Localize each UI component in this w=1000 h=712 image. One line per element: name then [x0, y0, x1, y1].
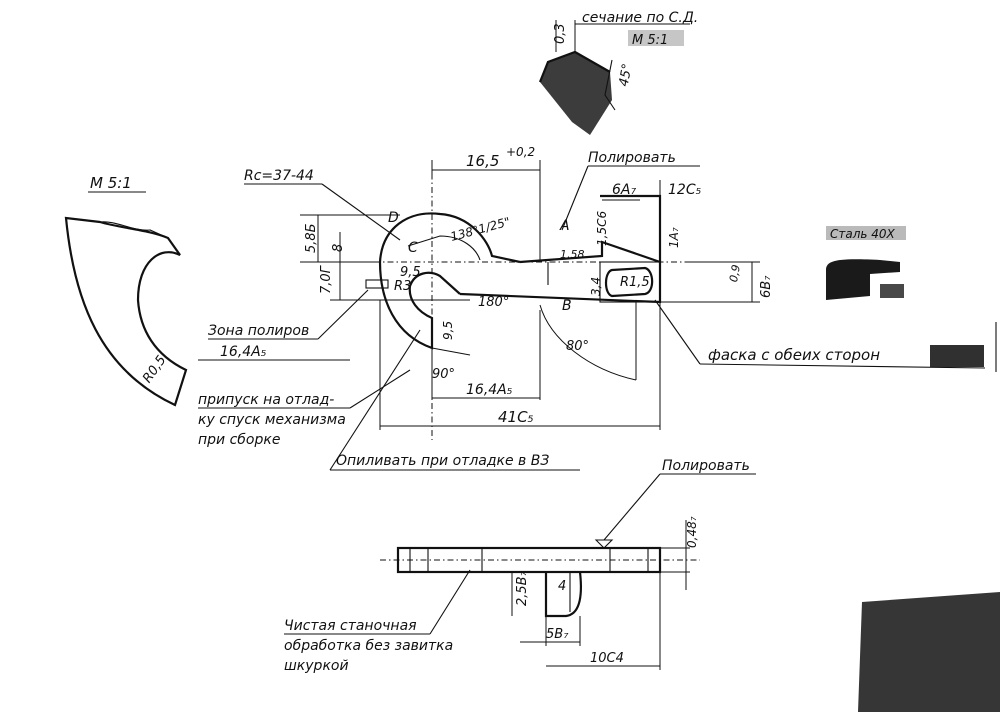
label-a: A — [559, 218, 570, 234]
label-b: B — [562, 298, 572, 314]
dim-10c: 10C4 — [590, 651, 624, 666]
dim-048: 0,48₇ — [685, 516, 699, 548]
dim-95b: 9,5 — [441, 321, 455, 340]
dim-tol: +0,2 — [506, 145, 535, 159]
dim-5b: 5B₇ — [546, 627, 569, 642]
polish-zone-note: Зона полиров — [208, 323, 309, 339]
chamfer-note: фаска с обеих сторон — [708, 346, 880, 364]
sharpen-note: Опиливать при отладке в ВЗ — [336, 453, 549, 469]
dim-12c: 12C₅ — [668, 182, 702, 198]
dim-25b: 2,5B₇ — [515, 570, 530, 606]
side-view-tab — [544, 571, 583, 618]
detail-view-left: M 5:1 R0,5 16,4A₅ — [64, 174, 350, 407]
detail-outline — [64, 216, 188, 407]
dim-68: 6B₇ — [759, 275, 774, 298]
dim-58b: 5,8Б — [304, 223, 319, 253]
dim-165: 16,5 — [466, 152, 499, 170]
detail-scale: M 5:1 — [90, 174, 132, 192]
dim-6a: 6A₇ — [612, 182, 636, 198]
arm-outline — [459, 240, 662, 304]
dim-70: 7,0Г — [319, 264, 334, 294]
dim-09: 0,9 — [727, 264, 743, 283]
section-hatch-dark — [540, 52, 612, 135]
polish-side-note: Полировать — [662, 458, 750, 474]
clean-line1: Чистая станочная — [284, 618, 417, 634]
material-block: Сталь 40Х — [826, 226, 997, 372]
section-label: сечание по С.Д. — [582, 10, 698, 26]
side-view: Полировать 0,48₇ 2,5B₇ 4 5B₇ 10C4 Чистая… — [284, 458, 756, 674]
dim-03: 0,3 — [553, 23, 568, 44]
dim-164-bottom: 16,4A₅ — [466, 382, 513, 398]
allowance-line3: при сборке — [198, 432, 280, 448]
dim-4: 4 — [558, 579, 566, 594]
dim-80: 80° — [566, 339, 589, 354]
hook-outline — [378, 212, 521, 264]
dim-3a: 3,4 — [589, 277, 603, 296]
side-view-body — [396, 546, 662, 574]
dim-180: 180° — [478, 295, 509, 310]
label-d: D — [388, 210, 399, 226]
dim-158: 1,58 — [560, 248, 585, 261]
clean-line2: обработка без завитка — [284, 638, 453, 654]
label-c: C — [408, 240, 418, 256]
section-view-cd: 0,3 сечание по С.Д. M 5:1 45° — [538, 10, 698, 135]
callouts: Rc=37-44 Полировать Зона полиров припуск… — [198, 150, 986, 471]
dim-41c: 41C₅ — [498, 408, 534, 426]
dim-15c: 1,5C6 — [595, 211, 609, 246]
material-label: Сталь 40Х — [830, 227, 896, 241]
hardness-note: Rc=37-44 — [244, 168, 314, 184]
clean-line3: шкуркой — [284, 658, 349, 674]
dim-90: 90° — [432, 367, 455, 382]
dim-95a: 9,5 — [400, 265, 421, 280]
allowance-line2: ку спуск механизма — [198, 412, 346, 428]
main-part-plan: D C A B 16,5 +0,2 6A₇ 12C₅ 5,8Б 8 7,0Г 9… — [300, 145, 774, 440]
dim-1a: 1A₇ — [667, 227, 681, 248]
dim-45: 45° — [617, 62, 636, 87]
slot-r15 — [604, 266, 654, 298]
dim-r15: R1,5 — [620, 275, 650, 290]
title-block-stamp — [858, 592, 1000, 712]
dim-164-left: 16,4A₅ — [220, 344, 267, 360]
dim-r3: R3 — [394, 279, 411, 294]
section-scale: M 5:1 — [632, 33, 668, 48]
dim-8: 8 — [331, 244, 346, 252]
polish-top-note: Полировать — [588, 150, 676, 166]
allowance-line1: припуск на отлад- — [198, 392, 334, 408]
